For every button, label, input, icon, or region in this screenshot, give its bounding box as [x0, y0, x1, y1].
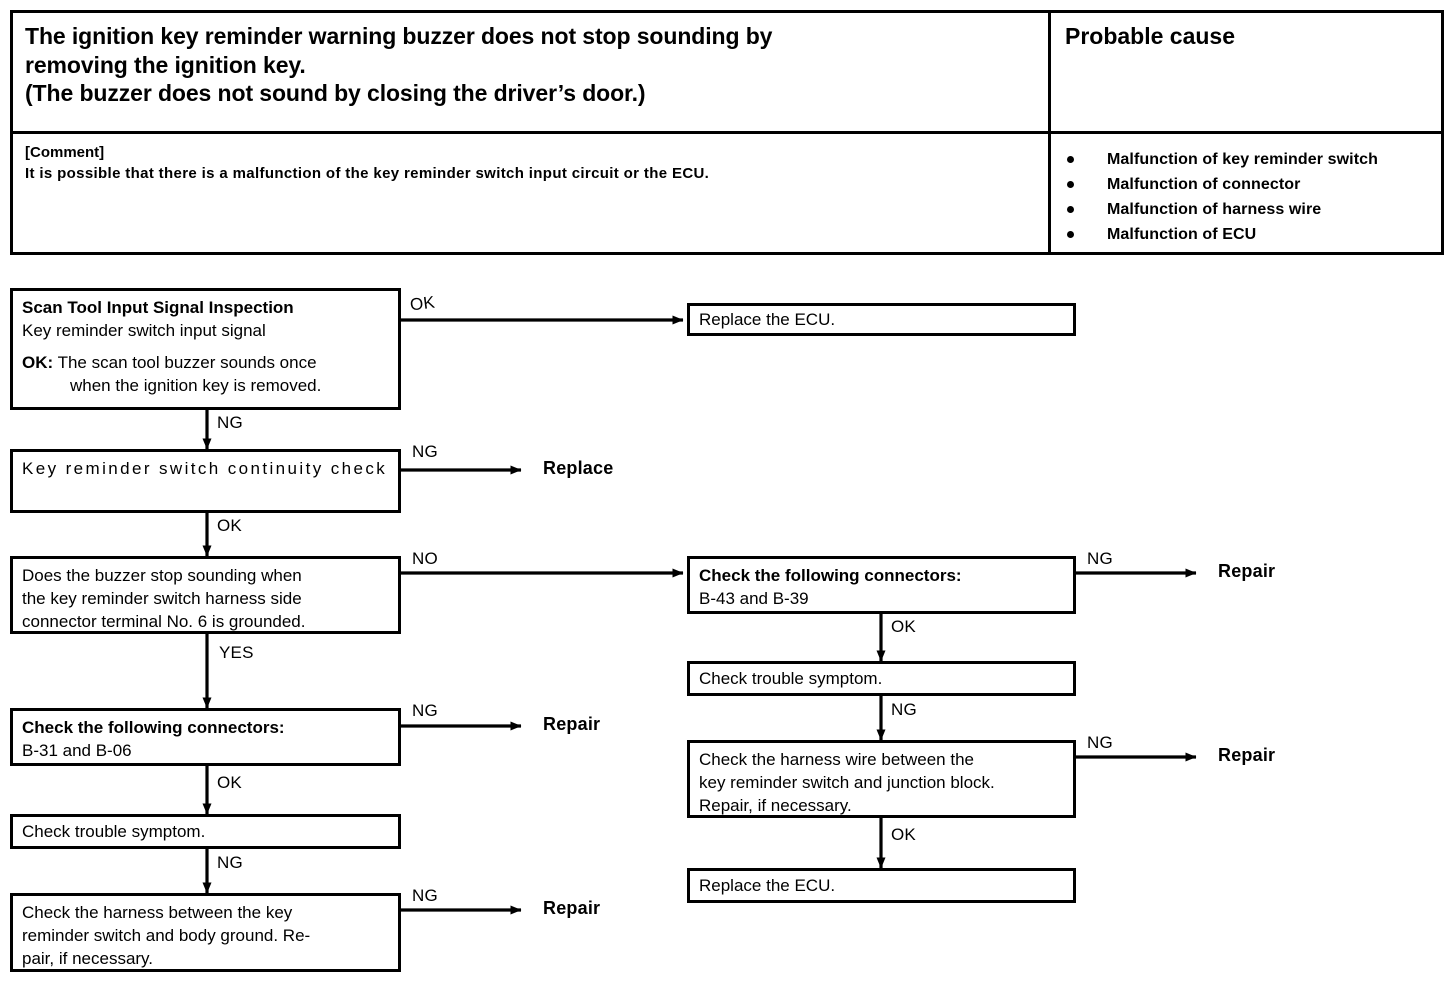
symptom-title-line-3: (The buzzer does not sound by closing th…	[25, 80, 646, 107]
continuity-check-text: Key reminder switch continuity check	[22, 459, 388, 478]
edge-label-continuity-ok: OK	[217, 516, 242, 535]
node-check-connectors-b43-b39[interactable]: Check the following connectors: B-43 and…	[687, 556, 1076, 614]
node-replace-ecu-top[interactable]: Replace the ECU.	[687, 303, 1076, 336]
edge-label-continuity-ng: NG	[412, 442, 438, 461]
probable-cause-list: Malfunction of key reminder switch Malfu…	[1065, 147, 1441, 247]
node-check-harness-body-ground[interactable]: Check the harness between the key remind…	[10, 893, 401, 972]
scan-tool-subtitle: Key reminder switch input signal	[22, 320, 266, 340]
harness-body-ground-line-3: pair, if necessary.	[22, 948, 154, 968]
list-item: Malfunction of key reminder switch	[1065, 147, 1441, 172]
edge-label-right-harness-ng: NG	[1087, 733, 1113, 752]
list-item: Malfunction of harness wire	[1065, 197, 1441, 222]
spacer	[22, 343, 389, 352]
harness-junction-line-3: Repair, if necessary.	[699, 795, 852, 815]
list-item: Malfunction of ECU	[1065, 222, 1441, 247]
left-connectors-heading: Check the following connectors:	[22, 718, 285, 737]
probable-cause-text: Malfunction of connector	[1107, 175, 1301, 193]
probable-cause-header: Probable cause	[1065, 23, 1236, 49]
symptom-title: The ignition key reminder warning buzzer…	[25, 22, 1048, 108]
bullet-icon	[1067, 155, 1074, 163]
probable-cause-list-cell: Malfunction of key reminder switch Malfu…	[1048, 133, 1441, 252]
bullet-icon	[1067, 205, 1074, 213]
node-check-harness-junction-block[interactable]: Check the harness wire between the key r…	[687, 740, 1076, 818]
probable-cause-text: Malfunction of key reminder switch	[1107, 150, 1379, 168]
edge-label-left-harness-ng: NG	[412, 886, 438, 905]
comment-text: It is possible that there is a malfuncti…	[25, 164, 710, 182]
edge-label-right-symptom-ng: NG	[891, 700, 917, 719]
replace-ecu-bottom-text: Replace the ECU.	[699, 876, 836, 895]
replace-ecu-top-text: Replace the ECU.	[699, 310, 836, 329]
scan-tool-ok-label: OK:	[22, 352, 54, 372]
edge-label-buzzer-yes: YES	[219, 643, 254, 662]
harness-junction-line-1: Check the harness wire between the	[699, 750, 974, 769]
edge-label-left-connectors-ng: NG	[412, 701, 438, 720]
right-connectors-ids: B-43 and B-39	[699, 588, 809, 608]
edge-label-scan-ok: OK	[408, 292, 436, 315]
probable-cause-text: Malfunction of harness wire	[1107, 200, 1322, 218]
bullet-icon	[1067, 180, 1074, 188]
edge-label-left-symptom-ng: NG	[217, 853, 243, 872]
symptom-title-line-2: removing the ignition key.	[25, 51, 306, 78]
terminal-repair-right-harness: Repair	[1218, 745, 1276, 765]
probable-cause-header-cell: Probable cause	[1048, 13, 1441, 131]
edge-label-right-connectors-ng: NG	[1087, 549, 1113, 568]
scan-tool-ok-line-2: when the ignition key is removed.	[70, 375, 322, 395]
right-connectors-heading: Check the following connectors:	[699, 566, 962, 585]
harness-body-ground-line-2: reminder switch and body ground. Re-	[22, 925, 311, 945]
edge-label-right-harness-ok: OK	[891, 825, 916, 844]
scan-tool-ok-line-1: The scan tool buzzer sounds once	[57, 352, 317, 372]
edge-label-buzzer-no: NO	[412, 549, 438, 568]
node-check-trouble-symptom-left[interactable]: Check trouble symptom.	[10, 814, 401, 849]
terminal-repair-right-connectors: Repair	[1218, 561, 1276, 581]
right-trouble-symptom-text: Check trouble symptom.	[699, 669, 883, 688]
list-item: Malfunction of connector	[1065, 172, 1441, 197]
terminal-repair-left-harness: Repair	[543, 898, 601, 918]
node-buzzer-stop-question[interactable]: Does the buzzer stop sounding when the k…	[10, 556, 401, 634]
comment-label: [Comment]	[25, 143, 105, 161]
probable-cause-text: Malfunction of ECU	[1107, 225, 1257, 243]
node-check-trouble-symptom-right[interactable]: Check trouble symptom.	[687, 661, 1076, 696]
harness-junction-line-2: key reminder switch and junction block.	[699, 772, 995, 792]
node-key-reminder-switch-continuity-check[interactable]: Key reminder switch continuity check	[10, 449, 401, 513]
edge-label-left-connectors-ok: OK	[217, 773, 242, 792]
symptom-table: The ignition key reminder warning buzzer…	[10, 10, 1444, 255]
symptom-title-line-1: The ignition key reminder warning buzzer…	[25, 23, 773, 49]
left-connectors-ids: B-31 and B-06	[22, 740, 132, 760]
buzzer-question-line-1: Does the buzzer stop sounding when	[22, 566, 302, 585]
comment-cell: [Comment] It is possible that there is a…	[13, 134, 1048, 253]
node-check-connectors-b31-b06[interactable]: Check the following connectors: B-31 and…	[10, 708, 401, 766]
node-replace-ecu-bottom[interactable]: Replace the ECU.	[687, 868, 1076, 903]
symptom-title-cell: The ignition key reminder warning buzzer…	[13, 13, 1048, 131]
harness-body-ground-line-1: Check the harness between the key	[22, 903, 293, 922]
terminal-replace: Replace	[543, 458, 614, 478]
edge-label-right-connectors-ok: OK	[891, 617, 916, 636]
symptom-table-body-row: [Comment] It is possible that there is a…	[13, 130, 1441, 253]
bullet-icon	[1067, 230, 1074, 238]
buzzer-question-line-3: connector terminal No. 6 is grounded.	[22, 611, 306, 631]
symptom-table-header-row: The ignition key reminder warning buzzer…	[13, 13, 1441, 131]
scan-tool-heading: Scan Tool Input Signal Inspection	[22, 298, 294, 317]
buzzer-question-line-2: the key reminder switch harness side	[22, 588, 302, 608]
left-trouble-symptom-text: Check trouble symptom.	[22, 822, 206, 841]
node-scan-tool-input-signal-inspection[interactable]: Scan Tool Input Signal Inspection Key re…	[10, 288, 401, 410]
terminal-repair-left-connectors: Repair	[543, 714, 601, 734]
edge-label-scan-ng: NG	[217, 413, 243, 432]
